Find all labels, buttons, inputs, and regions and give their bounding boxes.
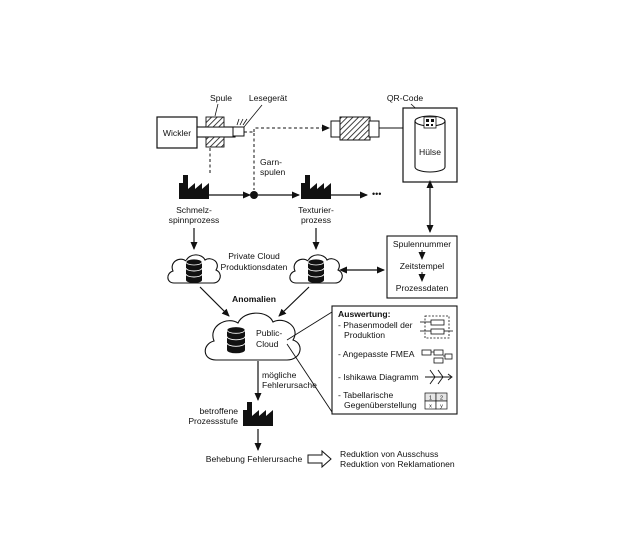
textur-label-1: Texturier- (298, 205, 334, 215)
database-icon (185, 258, 203, 283)
zeitstempel-label: Zeitstempel (400, 261, 445, 271)
garnspulen-label-2: spulen (260, 167, 286, 177)
textur-label-2: prozess (301, 215, 331, 225)
reduktion-label-2: Reduktion von Reklamationen (340, 459, 455, 469)
betroffene-label-2: Prozessstufe (188, 416, 238, 426)
garnspulen-label-1: Garn- (260, 157, 282, 167)
betroffene-label-1: betroffene (199, 406, 238, 416)
table-cell-2: 2 (440, 396, 443, 402)
cloud1-to-public-arrow (199, 286, 230, 317)
database-icon (226, 326, 246, 354)
result-hollow-arrow (307, 449, 332, 469)
behebung-label: Behebung Fehlerursache (206, 454, 303, 464)
public-cloud-to-evaluation-link-2 (286, 343, 333, 413)
eval-item-2-line-1: - Angepasste FMEA (338, 349, 415, 359)
public-cloud-label-2: Cloud (256, 339, 279, 349)
private-cloud-1 (167, 254, 221, 284)
evaluation-box: Auswertung: - Phasenmodell der Produktio… (331, 305, 458, 415)
private-cloud-2 (289, 254, 343, 284)
qr-scanner-icon (330, 116, 403, 141)
huelse-label: Hülse (419, 147, 441, 157)
table-cell-1: 1 (429, 396, 432, 402)
schmelz-label-2: spinnprozess (169, 215, 220, 225)
ellipsis-label: ••• (372, 189, 381, 199)
ishikawa-icon (425, 369, 453, 385)
qr-code-label: QR-Code (387, 93, 424, 103)
wickler-label: Wickler (163, 128, 191, 138)
spulennummer-box: Spulennummer Zeitstempel Prozessdaten (386, 235, 458, 299)
phase-model-icon (420, 315, 453, 339)
eval-item-4-line-1: - Tabellarische (338, 390, 393, 400)
qr-code-icon (423, 116, 437, 129)
eval-item-3-line-1: - Ishikawa Diagramm (338, 372, 419, 382)
private-cloud-label-1: Private Cloud (228, 251, 280, 261)
factory-icon-textur (301, 175, 331, 199)
cloud2-to-public-arrow (278, 286, 310, 317)
moegliche-label-1: mögliche (262, 370, 297, 380)
anomalien-label: Anomalien (232, 294, 276, 304)
eval-item-1-line-2: Produktion (344, 330, 385, 340)
eval-item-1-line-1: - Phasenmodell der (338, 320, 413, 330)
public-cloud (204, 312, 301, 361)
winder-unit: Wickler Spule Lesegerät (156, 93, 288, 149)
private-cloud-label-2: Produktionsdaten (221, 262, 288, 272)
reader-to-qr-dashed (244, 128, 329, 190)
reader-icon (232, 118, 248, 137)
factory-icon-schmelz (179, 175, 209, 199)
reduktion-label-1: Reduktion von Ausschuss (340, 449, 438, 459)
prozessdaten-label: Prozessdaten (396, 283, 449, 293)
huelse-box: Hülse (402, 107, 458, 183)
table-cell-4: y (440, 404, 443, 410)
spulennummer-label: Spulennummer (393, 239, 451, 249)
evaluation-title: Auswertung: (338, 309, 391, 319)
schmelz-label-1: Schmelz- (176, 205, 212, 215)
moegliche-label-2: Fehlerursache (262, 380, 317, 390)
spule-label: Spule (210, 93, 232, 103)
table-icon: 1 2 x y (424, 392, 448, 410)
wickler-box (156, 116, 198, 149)
lesegeraet-label: Lesegerät (249, 93, 288, 103)
spool-icon (205, 116, 225, 148)
public-cloud-label-1: Public- (256, 328, 282, 338)
junction-dot (250, 191, 258, 199)
database-icon (307, 258, 325, 283)
public-cloud-to-evaluation-link (286, 311, 333, 341)
fmea-icon (421, 349, 453, 364)
winder-shaft (196, 126, 236, 138)
table-cell-3: x (429, 404, 432, 410)
eval-item-4-line-2: Gegenüberstellung (344, 400, 417, 410)
factory-icon-betroffen (243, 402, 273, 426)
